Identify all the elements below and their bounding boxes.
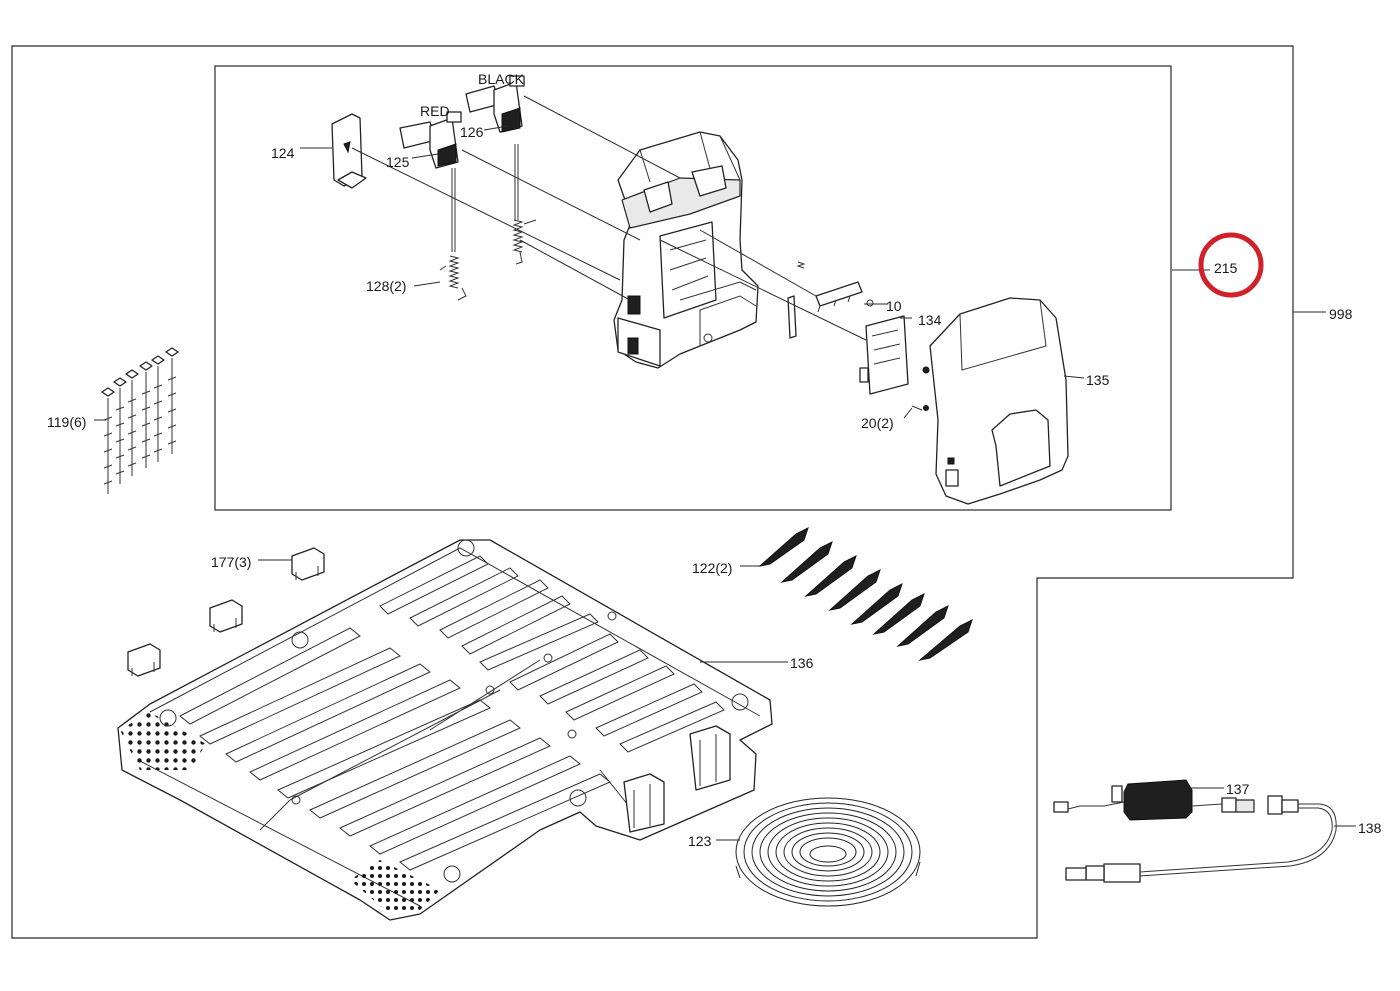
part-177-clips [127, 547, 325, 677]
label-123: 123 [688, 833, 712, 849]
part-119-pegs [101, 347, 179, 494]
label-137: 137 [1226, 781, 1250, 797]
label-125: 125 [386, 154, 410, 170]
part-135-cover [929, 297, 1069, 505]
label-134: 134 [918, 312, 942, 328]
label-119: 119(6) [47, 414, 86, 430]
part-138-cable [1065, 803, 1337, 883]
part-123-wire-coil [735, 797, 921, 907]
label-20: 20(2) [861, 415, 894, 431]
part-126-black-clamp [465, 75, 525, 220]
label-136: 136 [790, 655, 814, 671]
label-135: 135 [1086, 372, 1110, 388]
label-128: 128(2) [366, 278, 406, 294]
label-124: 124 [271, 145, 295, 161]
part-125-red-clamp [399, 111, 462, 252]
label-998: 998 [1329, 306, 1353, 322]
label-126: 126 [460, 124, 484, 140]
charging-station-body [613, 131, 759, 369]
label-122: 122(2) [692, 560, 732, 576]
part-136-base-plate [117, 539, 773, 921]
part-137-power-adapter [1053, 779, 1299, 821]
outer-frame-998 [11, 45, 1294, 939]
label-177: 177(3) [211, 554, 251, 570]
highlight-circle-215 [1198, 232, 1264, 298]
label-215: 215 [1214, 260, 1238, 276]
label-10: 10 [886, 298, 902, 314]
label-black: BLACK [478, 71, 525, 87]
label-138: 138 [1358, 820, 1382, 836]
part-124-cover [331, 113, 367, 189]
part-134-board [859, 315, 930, 411]
part-10-connector [787, 261, 874, 339]
part-122-stakes [758, 527, 973, 661]
label-red: RED [420, 103, 450, 119]
leader-lines [94, 95, 1356, 841]
inner-frame-215 [214, 65, 1172, 511]
part-128-springs [439, 219, 537, 301]
